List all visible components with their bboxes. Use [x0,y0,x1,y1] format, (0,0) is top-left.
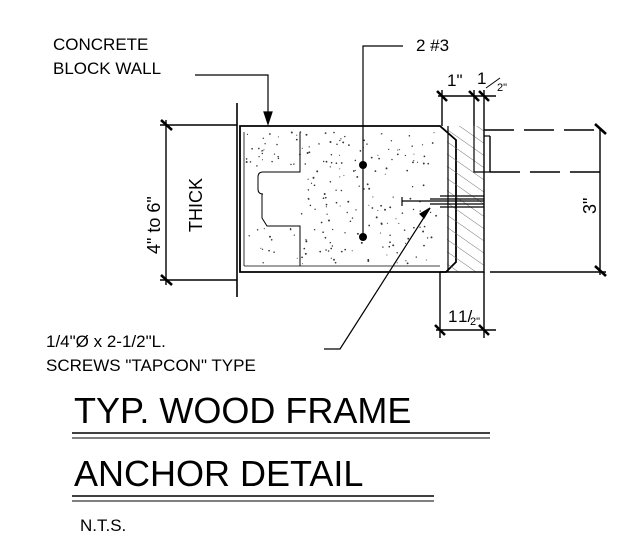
dim-bottom-half: 1/ [458,307,472,326]
dim-bottom [434,272,496,338]
rebar-leader [362,45,403,237]
dim-top-half-den: 2" [497,82,507,94]
callout-screw-line1: 1/4"Ø x 2-1/2"L. [46,332,166,351]
scale-note: N.T.S. [80,516,126,535]
screw-leader [324,207,431,350]
dim-top-half-num: 1 [477,69,486,88]
callout-wall-line1: CONCRETE [53,35,148,54]
dim-wall-thickness [160,119,237,286]
concrete-stipple [245,131,438,265]
dim-top-1: 1" [447,71,463,90]
callout-rebar: 2 #3 [416,36,449,55]
dim-bottom-den: 2" [470,316,480,328]
dim-frame-height-label: 3" [580,198,600,214]
callout-screw-line2: SCREWS "TAPCON" TYPE [46,356,256,375]
dim-wall-thickness-line2: THICK [186,178,206,232]
title-line1: TYP. WOOD FRAME [74,390,411,431]
dim-wall-thickness-line1: 4" to 6" [144,196,164,254]
wall-leader [195,74,273,126]
title-line2: ANCHOR DETAIL [74,453,363,494]
tapcon-screw [401,195,484,208]
dim-frame-height [490,123,607,277]
dim-top [436,77,501,126]
window-frame-dashed [484,129,600,173]
concrete-block [239,125,457,273]
dim-bottom-whole: 1 [448,307,457,326]
callout-wall-line2: BLOCK WALL [53,59,161,78]
